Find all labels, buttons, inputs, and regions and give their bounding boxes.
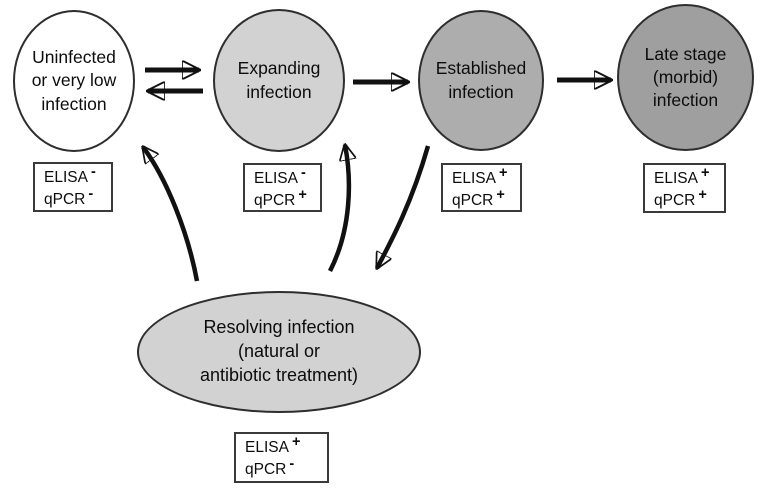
stage-ellipse-resolving: Resolving infection (natural or antibiot… — [137, 291, 421, 413]
assay-row: ELISA- — [254, 165, 320, 190]
assay-sign: - — [88, 186, 94, 202]
stage-ellipse-established: Established infection — [418, 10, 544, 151]
assay-sign: + — [700, 165, 710, 181]
test-result-box-uninfected: ELISA- qPCR- — [33, 162, 113, 212]
assay-sign: + — [291, 434, 301, 450]
stage-ellipse-uninfected: Uninfected or very low infection — [13, 10, 135, 152]
test-result-box-established: ELISA+ qPCR+ — [441, 163, 522, 212]
assay-sign: + — [698, 187, 707, 203]
arrow-resolving-to-uninfected — [143, 147, 200, 282]
assay-row: qPCR+ — [654, 187, 724, 212]
assay-name: qPCR — [44, 191, 86, 208]
assay-sign: - — [300, 165, 306, 181]
assay-name: qPCR — [254, 192, 296, 209]
stage-ellipse-expanding: Expanding infection — [213, 9, 345, 152]
assay-row: qPCR+ — [452, 187, 520, 212]
assay-row: qPCR+ — [254, 187, 320, 212]
test-result-box-expanding: ELISA- qPCR+ — [243, 163, 322, 212]
assay-name: qPCR — [654, 192, 696, 209]
assay-row: ELISA- — [44, 164, 111, 189]
assay-name: ELISA — [44, 169, 88, 186]
stage-label-established: Established infection — [435, 58, 527, 102]
test-result-box-late-stage: ELISA+ qPCR+ — [643, 163, 726, 213]
assay-row: ELISA+ — [452, 165, 520, 190]
arrow-established-to-resolving — [375, 145, 431, 268]
assay-row: ELISA+ — [654, 165, 724, 190]
assay-sign: + — [298, 187, 307, 203]
assay-name: qPCR — [245, 461, 287, 478]
assay-sign: + — [496, 187, 505, 203]
stage-label-uninfected: Uninfected or very low infection — [31, 47, 117, 114]
assay-row: ELISA+ — [245, 434, 327, 459]
test-result-box-resolving: ELISA+ qPCR- — [234, 432, 329, 483]
arrow-resolving-to-expanding — [327, 145, 349, 273]
stage-ellipse-late-stage: Late stage (morbid) infection — [617, 4, 754, 151]
assay-sign: - — [90, 164, 96, 180]
stage-label-resolving: Resolving infection (natural or antibiot… — [199, 317, 359, 385]
assay-name: qPCR — [452, 192, 494, 209]
assay-sign: - — [289, 456, 295, 472]
assay-sign: + — [498, 165, 508, 181]
assay-name: ELISA — [254, 170, 298, 187]
assay-name: ELISA — [654, 170, 698, 187]
assay-row: qPCR- — [44, 186, 111, 211]
stage-label-late-stage: Late stage (morbid) infection — [644, 43, 727, 111]
assay-name: ELISA — [452, 170, 496, 187]
assay-row: qPCR- — [245, 456, 327, 481]
stage-label-expanding: Expanding infection — [237, 58, 321, 102]
assay-name: ELISA — [245, 439, 289, 456]
